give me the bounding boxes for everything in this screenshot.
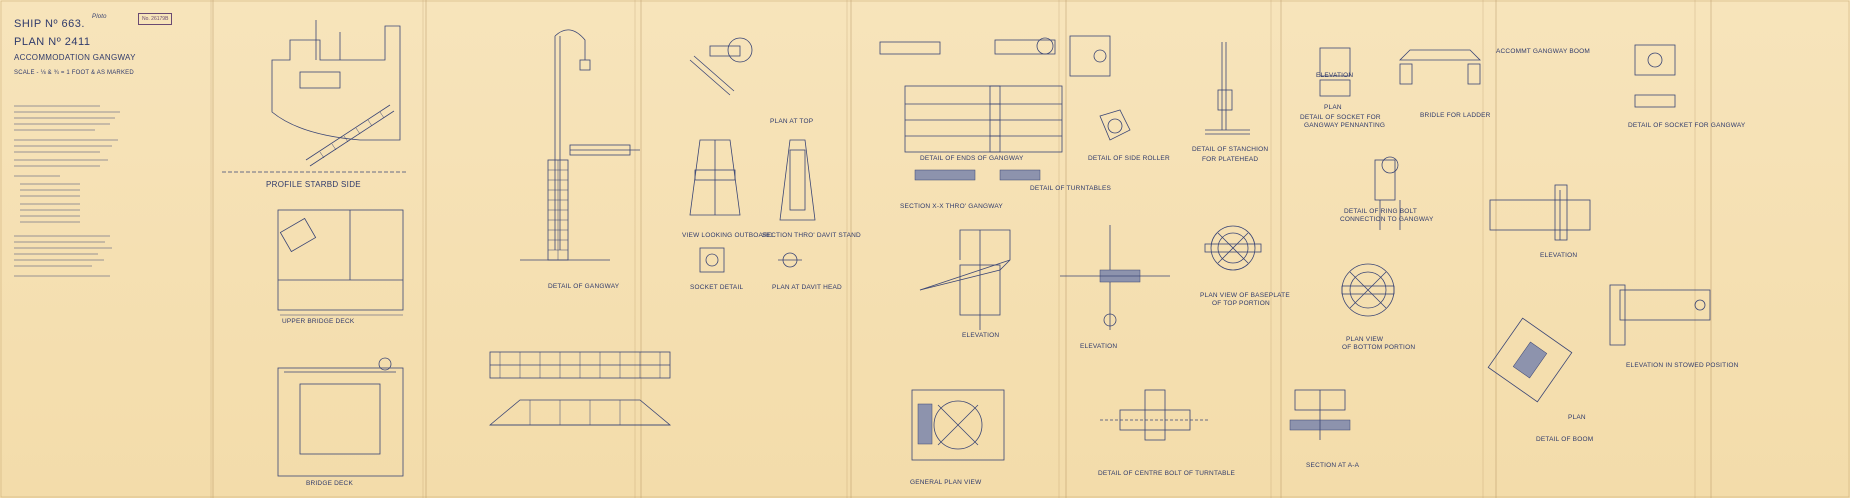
label-plan-bottom-right: PLAN (1568, 414, 1586, 421)
label-of-bottom-portion: OF BOTTOM PORTION (1342, 344, 1416, 351)
label-for-platehead: FOR PLATEHEAD (1202, 156, 1259, 163)
label-detail-of-side-roller: DETAIL OF SIDE ROLLER (1088, 155, 1170, 162)
fold-line (1710, 0, 1712, 498)
label-detail-of-socket-for-gangway: DETAIL OF SOCKET FOR GANGWAY (1628, 122, 1746, 129)
approval-stamp-number: No. 26179B (142, 16, 169, 22)
label-detail-of-stanchion: DETAIL OF STANCHION (1192, 146, 1269, 153)
plan-number: PLAN Nº 2411 (14, 36, 91, 48)
label-detail-of-centre-bolt: DETAIL OF CENTRE BOLT OF TURNTABLE (1098, 470, 1236, 477)
label-bridge-deck: BRIDGE DECK (306, 480, 353, 487)
label-elevation-mid: ELEVATION (962, 332, 1000, 339)
plan-scale: SCALE - ⅛ & ¾ = 1 FOOT & AS MARKED (14, 70, 134, 76)
label-bridle-for-ladder: BRIDLE FOR LADDER (1420, 112, 1491, 119)
fold-line (1280, 0, 1282, 498)
label-section-at-aa: SECTION AT A-A (1306, 462, 1360, 469)
ship-name-handwritten: Ploto (92, 14, 107, 20)
label-plan: PLAN (1324, 104, 1342, 111)
fold-line (212, 0, 214, 498)
ship-number: SHIP Nº 663. (14, 18, 85, 30)
label-elevation-right: ELEVATION (1540, 252, 1578, 259)
fold-line (1065, 0, 1067, 498)
label-upper-bridge-deck: UPPER BRIDGE DECK (282, 318, 355, 325)
label-detail-of-ring-bolt: DETAIL OF RING BOLT (1344, 208, 1418, 215)
label-elevation-stowed: ELEVATION IN STOWED POSITION (1626, 362, 1739, 369)
label-elevation-top: ELEVATION (1316, 72, 1354, 79)
label-detail-of-gangway: DETAIL OF GANGWAY (548, 283, 620, 290)
label-plan-view-of-baseplate: PLAN VIEW OF BASEPLATE (1200, 292, 1290, 299)
label-account-gangway-boom: ACCOMMT GANGWAY BOOM (1496, 48, 1591, 55)
label-detail-of-boom: DETAIL OF BOOM (1536, 436, 1594, 443)
label-general-plan-view: GENERAL PLAN VIEW (910, 479, 982, 486)
fold-line (640, 0, 642, 498)
label-plan-at-davit-head: PLAN AT DAVIT HEAD (772, 284, 842, 291)
label-plan-at-top: PLAN AT TOP (770, 118, 814, 125)
label-gangway-pennanting: GANGWAY PENNANTING (1304, 122, 1386, 129)
label-section-thro-davit-stand: SECTION THRO' DAVIT STAND (762, 232, 861, 239)
label-view-looking-outboard: VIEW LOOKING OUTBOARD (682, 232, 773, 239)
approval-stamp: No. 26179B (138, 13, 173, 25)
label-connection-to-gangway: CONNECTION TO GANGWAY (1340, 216, 1434, 223)
label-detail-of-socket-pennant: DETAIL OF SOCKET FOR (1300, 114, 1381, 121)
label-section-xx: SECTION X-X THRO' GANGWAY (900, 203, 1003, 210)
label-plan-view: PLAN VIEW (1346, 336, 1384, 343)
fold-line (425, 0, 427, 498)
label-detail-of-ends-of-gangway: DETAIL OF ENDS OF GANGWAY (920, 155, 1024, 162)
label-detail-of-turntables: DETAIL OF TURNTABLES (1030, 185, 1112, 192)
fold-line (850, 0, 852, 498)
label-of-top-portion: OF TOP PORTION (1212, 300, 1270, 307)
fold-line (1495, 0, 1497, 498)
plan-subject: ACCOMMODATION GANGWAY (14, 53, 136, 62)
label-profile-starbd-side: PROFILE STARBD SIDE (266, 180, 361, 189)
label-socket-detail: SOCKET DETAIL (690, 284, 744, 291)
label-elevation-turntable: ELEVATION (1080, 343, 1118, 350)
